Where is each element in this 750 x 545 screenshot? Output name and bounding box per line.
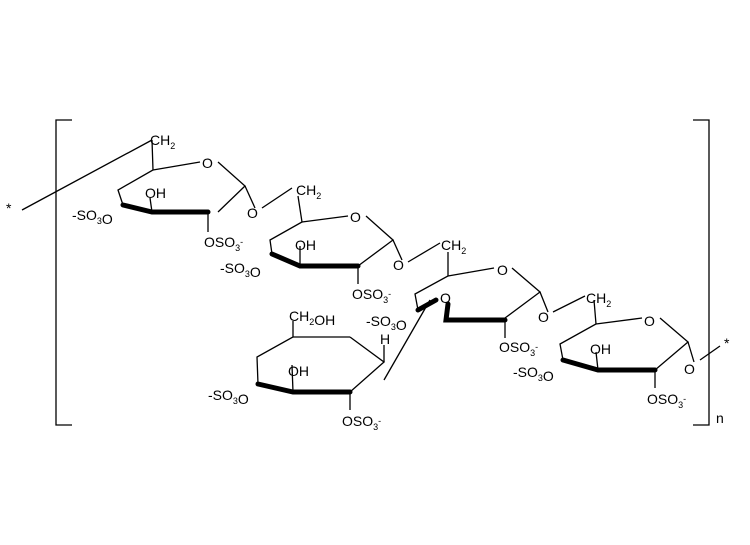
left-bracket (55, 119, 72, 426)
ring5-h: H (380, 331, 390, 347)
right-bracket (693, 119, 710, 426)
ring4: CH2 O OH -SO3O OSO3- O (513, 290, 721, 410)
ring2-ring-oxygen: O (350, 209, 361, 225)
ring3-ch2: CH2 (441, 237, 466, 256)
ring5-oso3: OSO3- (342, 413, 381, 432)
ring3-oso3: OSO3- (499, 339, 538, 358)
ring1-ch2: CH2 (150, 132, 175, 151)
ring2-ch2: CH2 (296, 182, 321, 201)
ring4-oso3: OSO3- (647, 391, 686, 410)
ring1-so3-left: -SO3O (72, 207, 113, 227)
chain-end-right: * (724, 335, 730, 351)
ring1-oso3: OSO3- (204, 234, 243, 253)
chain-end-left: * (6, 200, 12, 216)
linker-oxygen-2: O (393, 257, 404, 273)
ring1: CH2 O OH -SO3O OSO3- (72, 132, 256, 253)
ring2-so3-left: -SO3O (220, 260, 261, 280)
ring4-ring-oxygen: O (644, 313, 655, 329)
ring5: CH2OH OH H -SO3O OSO3- (208, 299, 431, 432)
ring4-oxygen-end: O (684, 361, 695, 377)
ring5-ch2oh: CH2OH (289, 308, 335, 328)
ring1-oh: OH (145, 185, 166, 201)
ring3-ring-oxygen: O (497, 262, 508, 278)
ring3-oxygen: O (440, 290, 451, 306)
ring5-so3-left: -SO3O (208, 387, 249, 407)
left-chain-bond (21, 139, 153, 211)
repeat-subscript: n (716, 410, 724, 426)
ring2: CH2 O OH -SO3O OSO3- (220, 182, 403, 305)
linker-oxygen-1: O (247, 205, 258, 221)
ring3: CH2 O O -SO3O OSO3- (366, 237, 549, 358)
ring2-oso3: OSO3- (352, 286, 391, 305)
ring4-so3-left: -SO3O (513, 364, 554, 384)
ring2-oh: OH (295, 237, 316, 253)
ring5-oh: OH (288, 363, 309, 379)
ring4-ch2: CH2 (586, 290, 611, 309)
ring1-ring-oxygen: O (202, 155, 213, 171)
ring4-oh: OH (590, 341, 611, 357)
ring3-so3-left: -SO3O (366, 313, 407, 333)
linker-oxygen-3: O (538, 309, 549, 325)
